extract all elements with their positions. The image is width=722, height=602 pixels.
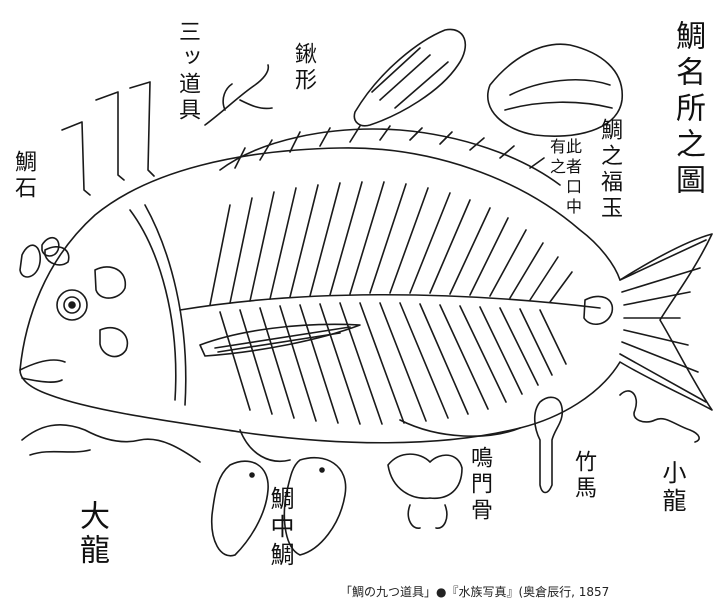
- label-note: 此者口中有之: [548, 138, 580, 218]
- parasite-1: [354, 29, 465, 125]
- three-tools-hooks: [62, 82, 154, 195]
- chikuba-bone: [535, 397, 563, 492]
- fish-mouth: [20, 360, 65, 382]
- label-tai-no-fuku: 鯛之福玉: [598, 118, 620, 222]
- dorsal-fin: [220, 126, 560, 185]
- shoryu-bone: [620, 391, 699, 442]
- fish-spine: [180, 295, 600, 310]
- label-tai-chu-tai: 鯛中鯛: [268, 486, 292, 570]
- gill-inner: [145, 205, 186, 405]
- upper-ribs: [210, 182, 572, 305]
- figure-caption: 「鯛の九つ道具」●『水族写真』(奥倉辰行, 1857: [340, 583, 609, 600]
- tail-joint-bone: [584, 296, 612, 324]
- gill-cover: [130, 210, 176, 400]
- lower-ribs: [220, 303, 566, 424]
- naruto-bone: [388, 454, 462, 528]
- label-shoryu: 小龍: [660, 460, 684, 516]
- anal-fin: [400, 420, 520, 436]
- tai-stones: [20, 238, 59, 277]
- label-naruto-bone: 鳴門骨: [468, 446, 490, 524]
- label-sankudogu: 三ッ道具: [176, 20, 198, 124]
- dairyu-bone: [22, 425, 200, 462]
- kuwagata-bone: [205, 65, 272, 125]
- label-kuwagata: 鍬形: [292, 42, 314, 94]
- head-blotch-1: [95, 267, 125, 298]
- head-blotch-2: [100, 328, 127, 357]
- label-chikuba: 竹馬: [572, 450, 594, 502]
- label-dairyu: 大龍: [76, 500, 106, 568]
- fish-eye-pupil: [69, 302, 75, 308]
- label-tai-ishi: 鯛石: [12, 150, 34, 202]
- title-label: 鯛名所之圖: [672, 20, 702, 200]
